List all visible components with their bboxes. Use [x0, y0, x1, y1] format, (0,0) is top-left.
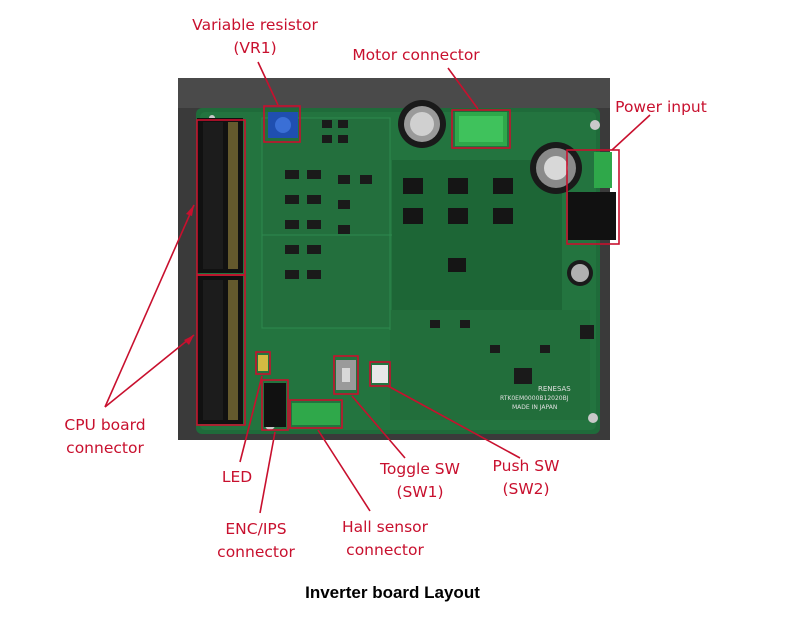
- hall-sensor-terminal: [292, 403, 340, 425]
- power-terminal-block: [594, 152, 612, 188]
- toggle-switch-lever: [342, 368, 350, 382]
- label-hall-sensor-connector: Hall sensor connector: [326, 516, 444, 562]
- toggle-sw-leader: [351, 395, 406, 459]
- label-toggle-sw-line2: (SW1): [396, 483, 444, 501]
- cpu-header-connectors: [197, 118, 243, 424]
- figure-caption: Inverter board Layout: [305, 583, 480, 602]
- motor-connector-leader: [447, 67, 479, 110]
- silkscreen-brand: RENESAS: [538, 385, 571, 393]
- label-cpu-board-connector: CPU board connector: [40, 414, 170, 460]
- cpu-leader-lower: [104, 334, 195, 408]
- label-led: LED: [221, 468, 253, 486]
- label-variable-resistor: Variable resistor (VR1): [165, 14, 345, 60]
- label-cpu-board-connector-line2: connector: [66, 439, 144, 457]
- hall-sensor-highlight-box: [289, 399, 343, 429]
- vr1-leader: [257, 61, 279, 106]
- enc-ips-header: [264, 383, 286, 427]
- motor-connector-highlight-box: [451, 109, 511, 149]
- label-toggle-sw: Toggle SW (SW1): [364, 458, 476, 504]
- label-push-sw-line1: Push SW: [492, 457, 560, 475]
- variable-resistor-knob: [275, 117, 291, 133]
- label-hall-sensor-line1: Hall sensor: [341, 518, 429, 536]
- label-variable-resistor-line1: Variable resistor: [192, 16, 318, 34]
- silkscreen-origin: MADE IN JAPAN: [512, 404, 557, 411]
- power-jack: [568, 192, 616, 240]
- highlight-boxes: [196, 105, 620, 431]
- leader-arrowheads: [184, 205, 194, 345]
- label-variable-resistor-line2: (VR1): [233, 39, 277, 57]
- label-hall-sensor-line2: connector: [346, 541, 424, 559]
- push-switch-body: [372, 365, 388, 383]
- enc-ips-leader: [259, 431, 276, 514]
- power-input-highlight-box: [566, 149, 620, 245]
- photo-top-band: [178, 78, 610, 108]
- toggle-sw-highlight-box: [333, 355, 359, 395]
- push-sw-highlight-box: [369, 361, 391, 387]
- electrolytic-capacitors: [398, 100, 593, 286]
- power-input-leader: [611, 114, 651, 151]
- push-sw-leader: [387, 385, 521, 459]
- led-highlight-box: [255, 351, 271, 375]
- mosfet-array: [403, 178, 513, 272]
- motor-terminal-face: [459, 116, 503, 142]
- enc-ips-highlight-box: [261, 379, 289, 431]
- label-toggle-sw-line1: Toggle SW: [380, 460, 460, 478]
- cpu-leader-upper: [104, 204, 195, 408]
- driver-components: [285, 120, 594, 384]
- silkscreen-part-number: RTK0EM0000B12020BJ: [500, 395, 569, 402]
- label-push-sw-line2: (SW2): [502, 480, 550, 498]
- led-component: [258, 355, 268, 371]
- leader-lines: [104, 61, 651, 514]
- vr1-highlight-box: [263, 105, 301, 143]
- label-enc-ips-connector: ENC/IPS connector: [200, 518, 312, 564]
- led-leader: [239, 375, 263, 463]
- label-power-input: Power input: [615, 98, 707, 116]
- hall-sensor-leader: [317, 429, 371, 512]
- label-cpu-board-connector-line1: CPU board: [64, 416, 146, 434]
- label-motor-connector: Motor connector: [352, 46, 480, 64]
- label-enc-ips-line1: ENC/IPS: [225, 520, 287, 538]
- cpu-connector-lower-highlight-box: [196, 274, 246, 426]
- label-enc-ips-line2: connector: [217, 543, 295, 561]
- label-push-sw: Push SW (SW2): [476, 455, 576, 501]
